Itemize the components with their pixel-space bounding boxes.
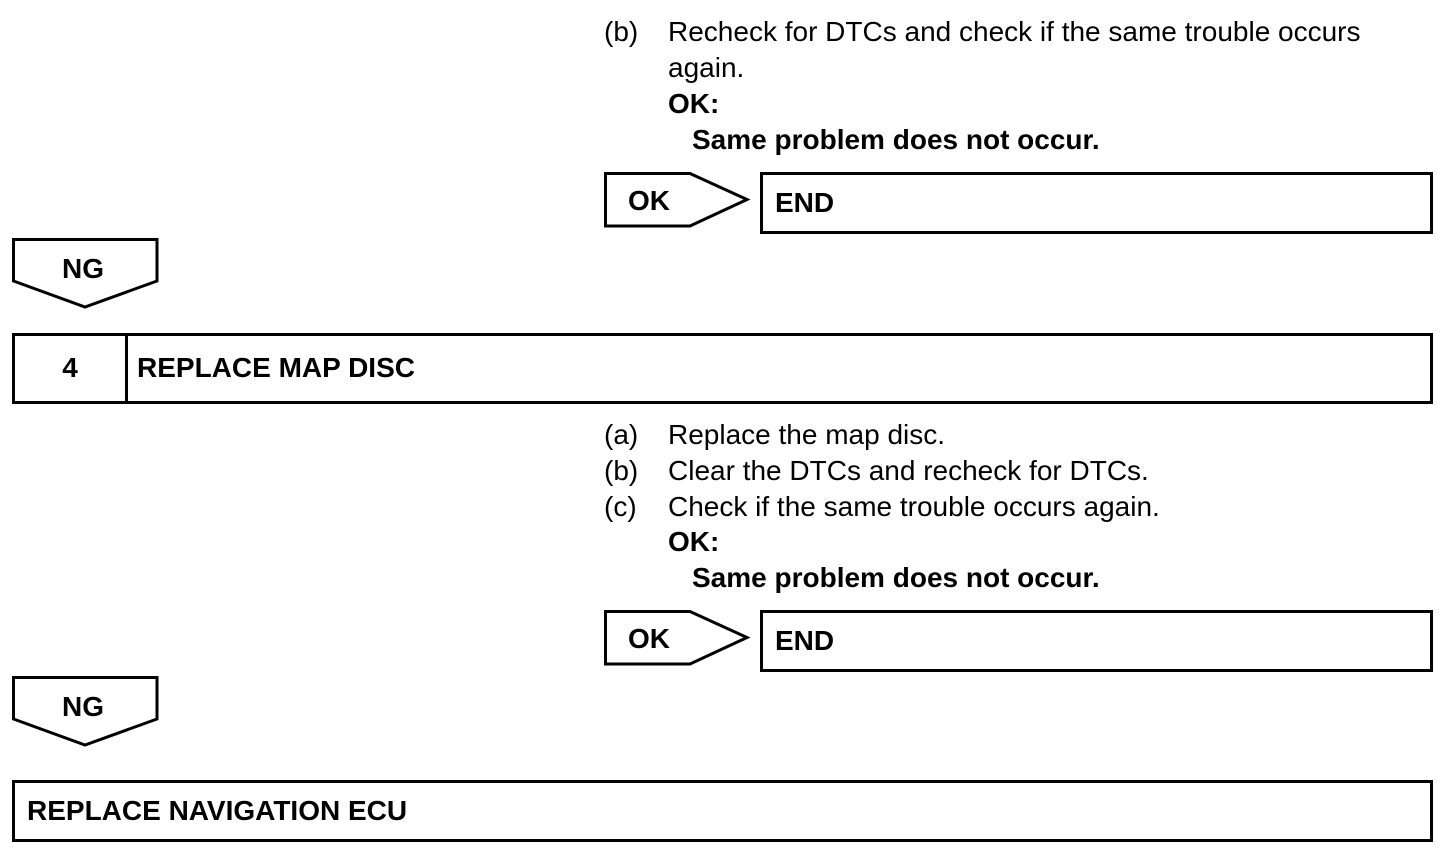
final-action-title: REPLACE NAVIGATION ECU bbox=[27, 795, 408, 826]
ok-arrow: OK bbox=[604, 610, 751, 666]
ok-condition: Same problem does not occur. bbox=[692, 562, 1100, 593]
step-letter: (b) bbox=[604, 455, 639, 486]
end-box: END bbox=[760, 610, 1433, 672]
ok-arrow-label: OK bbox=[628, 623, 670, 654]
step-title: REPLACE MAP DISC bbox=[137, 352, 415, 383]
step-text: Check if the same trouble occurs again. bbox=[668, 491, 1160, 522]
ng-arrow-label: NG bbox=[62, 691, 104, 722]
step-letter: (a) bbox=[604, 419, 639, 450]
ng-arrow-label: NG bbox=[62, 253, 104, 284]
step-number: 4 bbox=[62, 352, 78, 383]
step-text: Recheck for DTCs and check if the same t… bbox=[668, 16, 1361, 83]
ng-arrow: NG bbox=[12, 676, 159, 747]
end-box: END bbox=[760, 172, 1433, 234]
ok-label: OK: bbox=[668, 88, 720, 119]
step-number-cell: 4 bbox=[15, 336, 128, 401]
ng-arrow: NG bbox=[12, 238, 159, 309]
step-letter: (c) bbox=[604, 491, 637, 522]
ok-condition: Same problem does not occur. bbox=[692, 124, 1100, 155]
ok-arrow: OK bbox=[604, 172, 751, 228]
final-action-box: REPLACE NAVIGATION ECU bbox=[12, 780, 1433, 842]
ok-label: OK: bbox=[668, 526, 720, 557]
step-text: Clear the DTCs and recheck for DTCs. bbox=[668, 455, 1149, 486]
ok-arrow-label: OK bbox=[628, 185, 670, 216]
step-header: 4 REPLACE MAP DISC bbox=[12, 333, 1433, 404]
step-letter: (b) bbox=[604, 16, 639, 47]
end-label: END bbox=[775, 187, 835, 218]
end-label: END bbox=[775, 625, 835, 656]
step-text: Replace the map disc. bbox=[668, 419, 946, 450]
